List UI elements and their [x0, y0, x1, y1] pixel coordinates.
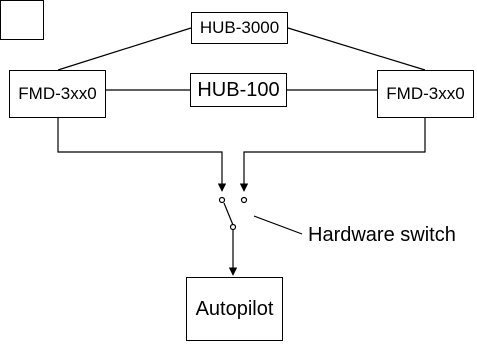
hardware-switch-box — [0, 0, 44, 40]
hub-3000-box: HUB-3000 — [191, 12, 288, 44]
line-fmd-left-to-switch — [57, 118, 227, 192]
autopilot-box: Autopilot — [186, 277, 283, 341]
switch-contact-left — [218, 196, 226, 204]
hardware-switch-label: Hardware switch — [308, 224, 456, 246]
line-hub3000-fmd-left — [57, 27, 192, 71]
line-fmd-right-to-switch — [239, 118, 426, 192]
fmd-left-label: FMD-3xx0 — [18, 84, 97, 103]
hub-100-label: HUB-100 — [197, 78, 280, 101]
hub-100-box: HUB-100 — [190, 73, 287, 107]
switch-contact-right — [240, 196, 248, 204]
switch-blade — [223, 202, 234, 226]
fmd-right-label: FMD-3xx0 — [386, 84, 465, 103]
fmd-left-box: FMD-3xx0 — [9, 70, 106, 118]
fmd-right-box: FMD-3xx0 — [377, 70, 474, 118]
switch-common — [229, 223, 237, 231]
hub-3000-label: HUB-3000 — [199, 18, 280, 37]
callout-line — [253, 215, 303, 235]
autopilot-label: Autopilot — [195, 297, 274, 320]
line-hub3000-fmd-right — [287, 27, 426, 71]
